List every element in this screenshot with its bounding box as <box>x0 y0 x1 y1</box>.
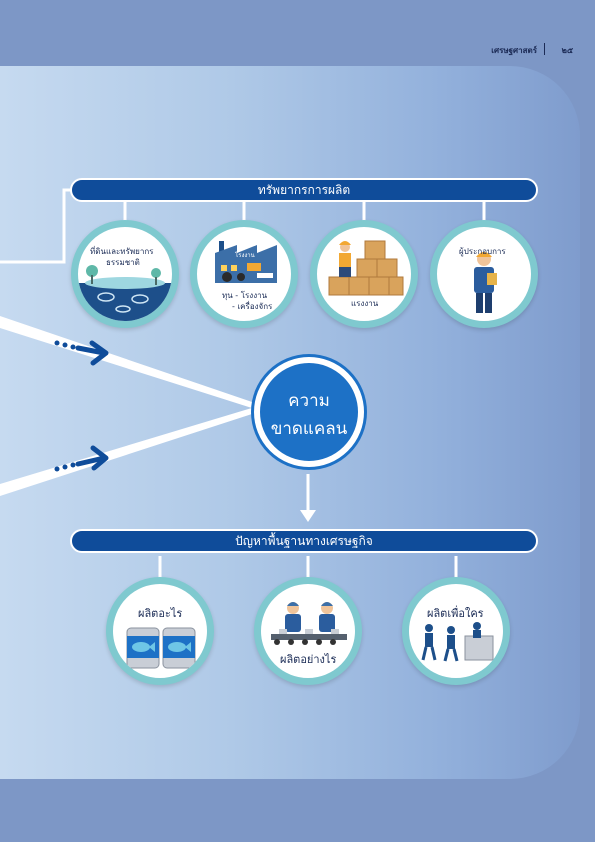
section-title: เศรษฐศาสตร์ <box>491 46 537 55</box>
resource-labor: แรงงาน <box>310 220 418 328</box>
header-divider <box>544 43 545 55</box>
assembly-line-icon <box>271 602 347 645</box>
resource-capital-line2: - เครื่องจักร <box>232 302 273 311</box>
problem-for-whom-label: ผลิตเพื่อใคร <box>427 607 484 620</box>
connector-lines <box>0 188 486 578</box>
diagram-panel: ทรัพยากรการผลิต ที่ดินและทรัพยากร ธรรมชา… <box>0 66 580 779</box>
problem-what: ผลิตอะไร <box>106 577 214 685</box>
scarcity-line1: ความ <box>288 391 330 411</box>
canned-fish-icon <box>126 627 196 669</box>
economic-problems-label: ปัญหาพื้นฐานทางเศรษฐกิจ <box>235 534 373 548</box>
resource-entrepreneur: ผู้ประกอบการ <box>430 220 538 328</box>
resource-land-line2: ธรรมชาติ <box>106 258 140 267</box>
lower-arrow-icon <box>54 445 109 472</box>
upper-arrow-icon <box>54 340 109 366</box>
problem-how: ผลิตอย่างไร <box>254 577 362 685</box>
problem-for-whom: ผลิตเพื่อใคร <box>402 577 510 685</box>
production-resources-label: ทรัพยากรการผลิต <box>257 183 351 197</box>
resource-land: ที่ดินและทรัพยากร ธรรมชาติ <box>71 220 179 328</box>
page-header: เศรษฐศาสตร์ ๒๕ <box>0 40 595 60</box>
resource-capital-line1: ทุน - โรงงาน <box>222 291 268 300</box>
resource-labor-label: แรงงาน <box>351 299 379 308</box>
scarcity-circle: ความ ขาดแคลน <box>254 357 364 467</box>
factory-sign: โรงงาน <box>235 252 255 259</box>
consumers-icon <box>421 622 494 662</box>
factory-icon <box>215 241 277 283</box>
resource-entrepreneur-label: ผู้ประกอบการ <box>459 247 506 256</box>
entrepreneur-icon <box>474 252 497 313</box>
scarcity-line2: ขาดแคลน <box>270 419 348 439</box>
resource-land-line1: ที่ดินและทรัพยากร <box>90 247 154 256</box>
page-number: ๒๕ <box>561 46 573 55</box>
production-resources-bar: ทรัพยากรการผลิต <box>70 178 538 202</box>
economic-problems-bar: ปัญหาพื้นฐานทางเศรษฐกิจ <box>70 529 538 553</box>
problem-what-label: ผลิตอะไร <box>138 607 183 620</box>
nature-landscape-icon <box>78 265 172 321</box>
labor-worker-icon <box>328 240 404 296</box>
problem-how-label: ผลิตอย่างไร <box>280 653 337 666</box>
resource-capital: โรงงาน ทุน - โรงงาน - เครื่องจักร <box>190 220 298 328</box>
